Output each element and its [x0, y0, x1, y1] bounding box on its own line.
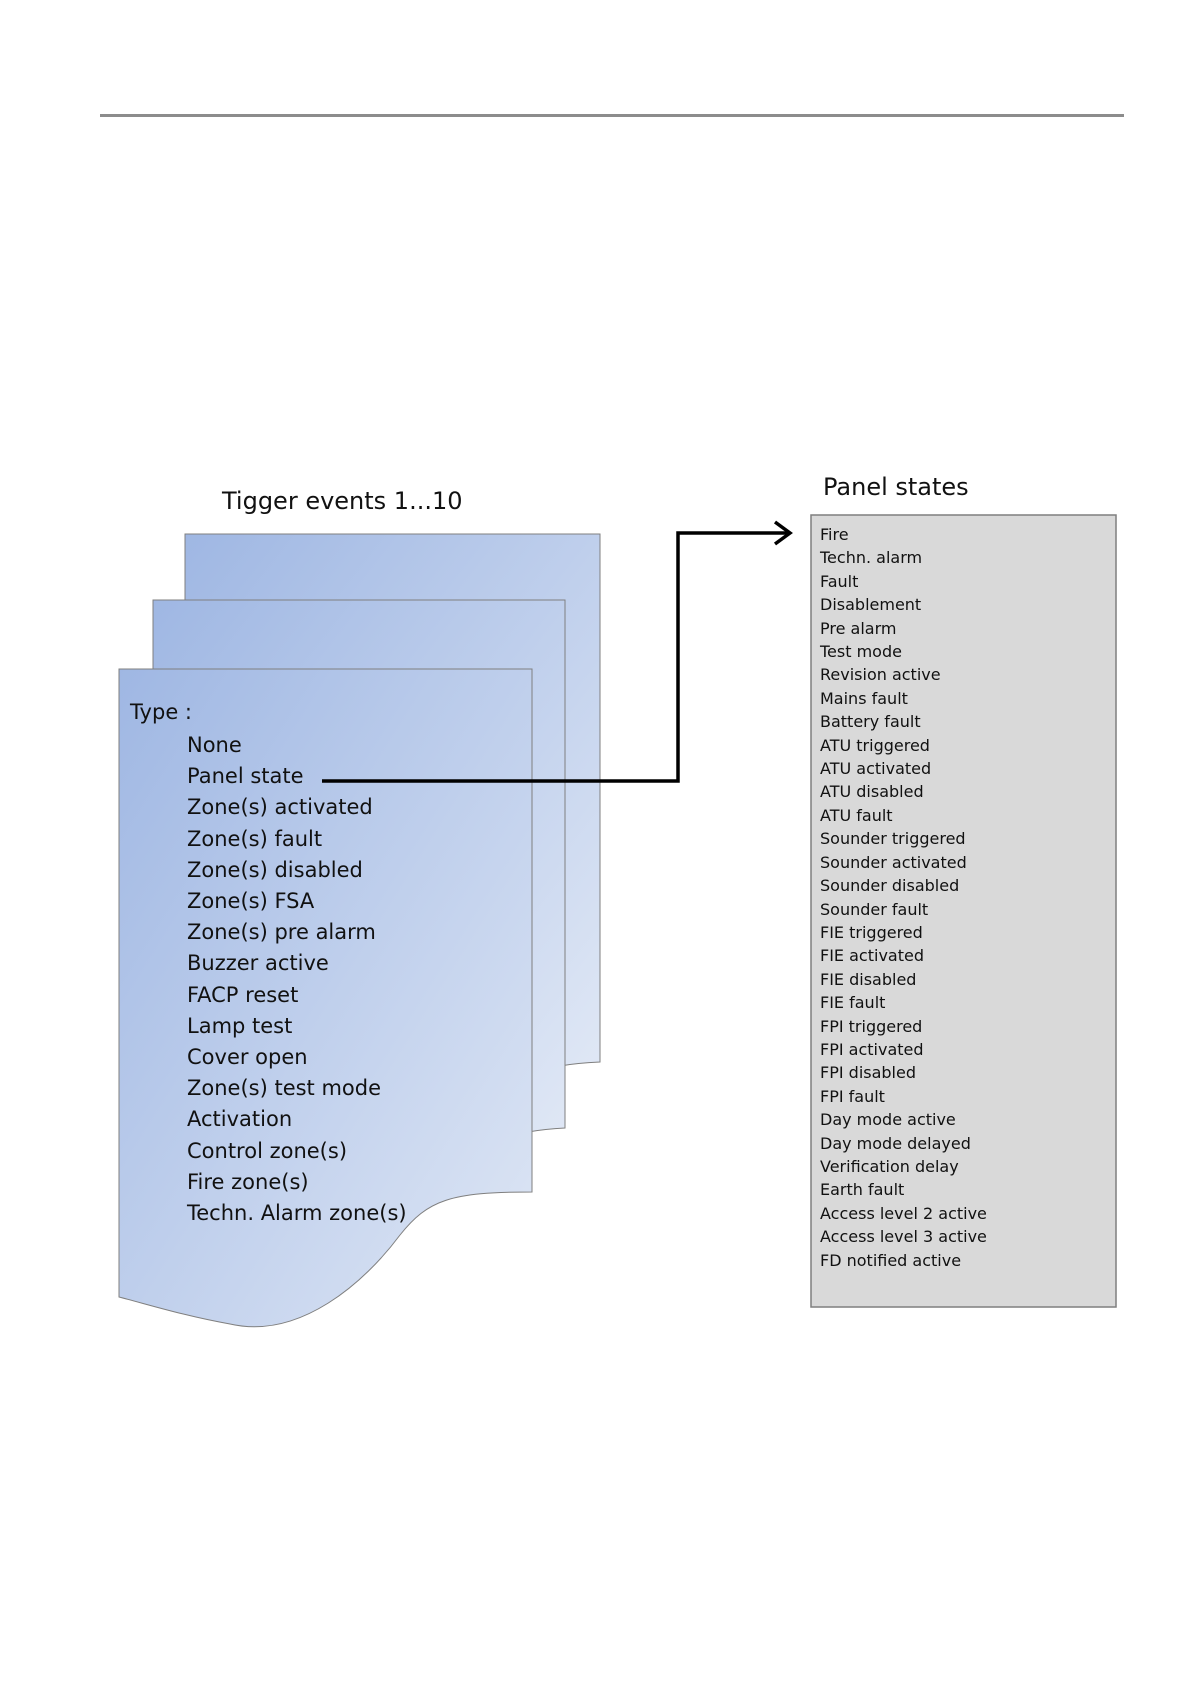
list-item: Sounder fault	[820, 899, 929, 919]
list-item: Techn. Alarm zone(s)	[187, 1201, 407, 1226]
list-item: Zone(s) activated	[187, 795, 373, 820]
list-item: Day mode active	[820, 1110, 956, 1130]
list-item: Pre alarm	[820, 618, 897, 638]
list-item: Zone(s) disabled	[187, 857, 363, 882]
list-item: Cover open	[187, 1045, 308, 1070]
list-item: Activation	[187, 1107, 293, 1132]
list-item: Test mode	[820, 642, 902, 662]
list-item: Revision active	[820, 665, 941, 685]
panel-states-list: Fire Techn. alarm Fault Disablement Pre …	[820, 523, 987, 1272]
connector-line	[322, 531, 790, 783]
list-item: Lamp test	[187, 1013, 293, 1038]
list-item: ATU disabled	[820, 782, 924, 802]
list-item: Day mode delayed	[820, 1133, 971, 1153]
list-item: FPI fault	[820, 1086, 885, 1106]
list-item: Zone(s) fault	[187, 826, 323, 851]
list-item: Mains fault	[820, 688, 908, 708]
list-item: Zone(s) pre alarm	[187, 920, 376, 945]
list-item: Disablement	[820, 595, 922, 615]
panel-states-title: Panel states	[823, 473, 969, 501]
list-item: Techn. alarm	[820, 548, 923, 568]
list-item: Sounder activated	[820, 852, 967, 872]
list-item: Panel state	[187, 764, 304, 789]
list-item: Control zone(s)	[187, 1138, 348, 1163]
list-item: Zone(s) FSA	[187, 889, 315, 914]
list-item: ATU triggered	[820, 735, 930, 755]
sheet-front	[118, 668, 533, 1328]
arrow-head-icon	[773, 520, 793, 546]
list-item: Earth fault	[820, 1180, 905, 1200]
list-item: Battery fault	[820, 712, 921, 732]
list-item: FIE fault	[820, 993, 886, 1013]
list-item: FPI activated	[820, 1039, 924, 1059]
list-item: None	[187, 733, 242, 757]
list-item: FACP reset	[187, 982, 299, 1007]
list-item: Zone(s) test mode	[187, 1076, 382, 1101]
type-label: Type :	[130, 700, 192, 724]
list-item: FIE triggered	[820, 922, 923, 942]
list-item: FPI triggered	[820, 1016, 923, 1036]
list-item: Fire zone(s)	[187, 1169, 309, 1194]
panel-states-box	[810, 514, 1117, 1308]
list-item: ATU activated	[820, 759, 932, 779]
trigger-events-title: Tigger events 1...10	[222, 487, 463, 515]
trigger-type-list: None Panel state Zone(s) activated Zone(…	[187, 730, 407, 1229]
top-rule	[100, 114, 1124, 117]
list-item: Sounder disabled	[820, 876, 960, 896]
list-item: Buzzer active	[187, 951, 329, 976]
list-item: FIE activated	[820, 946, 924, 966]
list-item: FIE disabled	[820, 969, 917, 989]
list-item: Fault	[820, 571, 859, 591]
list-item: FD notified active	[820, 1250, 962, 1270]
list-item: Verification delay	[820, 1156, 959, 1176]
list-item: ATU fault	[820, 805, 893, 825]
list-item: Sounder triggered	[820, 829, 966, 849]
list-item: FPI disabled	[820, 1063, 916, 1083]
list-item: Fire	[820, 525, 849, 544]
list-item: Access level 2 active	[820, 1203, 987, 1223]
list-item: Access level 3 active	[820, 1227, 987, 1247]
